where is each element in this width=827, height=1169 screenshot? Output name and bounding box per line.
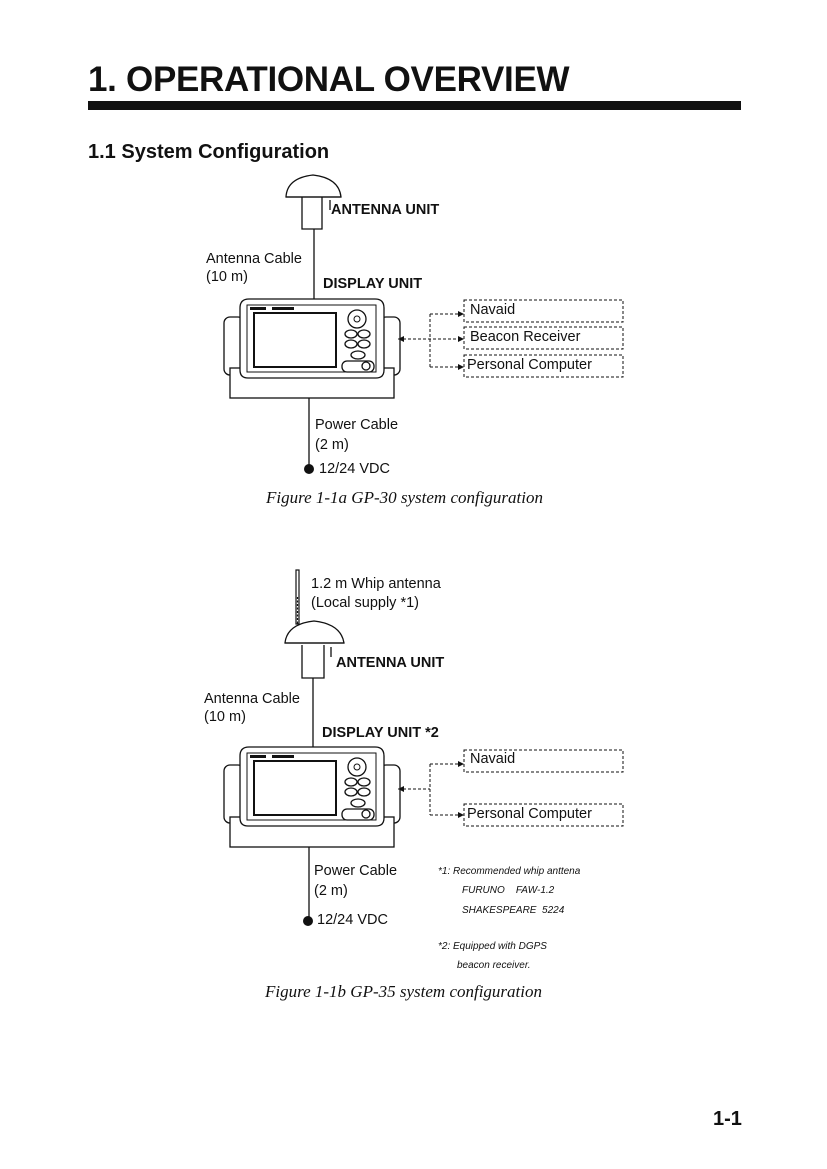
power-terminal-icon xyxy=(303,916,313,926)
device-beacon-receiver: Beacon Receiver xyxy=(470,329,581,345)
chapter-title-rule xyxy=(88,101,741,110)
connection-arrowheads xyxy=(398,761,464,818)
power-cable-label: Power Cable xyxy=(314,863,398,879)
antenna-cable-length: (10 m) xyxy=(204,709,246,725)
power-terminal-icon xyxy=(304,464,314,474)
whip-antenna-icon xyxy=(295,569,300,625)
antenna-unit-label: ANTENNA UNIT xyxy=(331,202,440,218)
connection-arrowheads xyxy=(398,311,464,370)
antenna-cable-length: (10 m) xyxy=(206,269,248,285)
display-unit-icon xyxy=(223,746,401,848)
display-unit-icon xyxy=(223,298,401,399)
power-cable-label: Power Cable xyxy=(315,417,399,433)
antenna-unit-label: ANTENNA UNIT xyxy=(336,655,445,671)
whip-antenna-supply: (Local supply *1) xyxy=(311,595,419,611)
chapter-title: 1. OPERATIONAL OVERVIEW xyxy=(88,60,570,99)
footnote-2-line-2: beacon receiver. xyxy=(457,960,531,971)
display-unit-label: DISPLAY UNIT *2 xyxy=(322,725,439,741)
page-number: 1-1 xyxy=(713,1108,742,1130)
power-supply-label: 12/24 VDC xyxy=(317,912,388,928)
antenna-cable-label: Antenna Cable xyxy=(206,251,302,267)
device-personal-computer: Personal Computer xyxy=(467,806,592,822)
footnote-2-line-1: *2: Equipped with DGPS xyxy=(438,941,547,952)
figure-caption: Figure 1-1b GP-35 system configuration xyxy=(265,982,542,1001)
device-navaid: Navaid xyxy=(470,302,516,318)
data-connection-lines xyxy=(398,299,624,378)
footnote-1-line-3: SHAKESPEARE 5224 xyxy=(462,905,565,916)
power-cable-length: (2 m) xyxy=(315,437,349,453)
footnote-1-line-2: FURUNO FAW-1.2 xyxy=(462,885,555,896)
display-unit-label: DISPLAY UNIT xyxy=(323,276,423,292)
section-heading: 1.1 System Configuration xyxy=(88,141,330,163)
footnote-1-line-1: *1: Recommended whip anttena xyxy=(438,866,581,877)
antenna-cable-label: Antenna Cable xyxy=(204,691,300,707)
device-navaid: Navaid xyxy=(470,751,516,767)
power-cable-length: (2 m) xyxy=(314,883,348,899)
antenna-unit-icon xyxy=(284,620,345,679)
figure-caption: Figure 1-1a GP-30 system configuration xyxy=(266,488,543,507)
device-personal-computer: Personal Computer xyxy=(467,357,592,373)
whip-antenna-label: 1.2 m Whip antenna xyxy=(311,576,441,592)
antenna-unit-icon xyxy=(285,174,342,230)
power-supply-label: 12/24 VDC xyxy=(319,461,390,477)
